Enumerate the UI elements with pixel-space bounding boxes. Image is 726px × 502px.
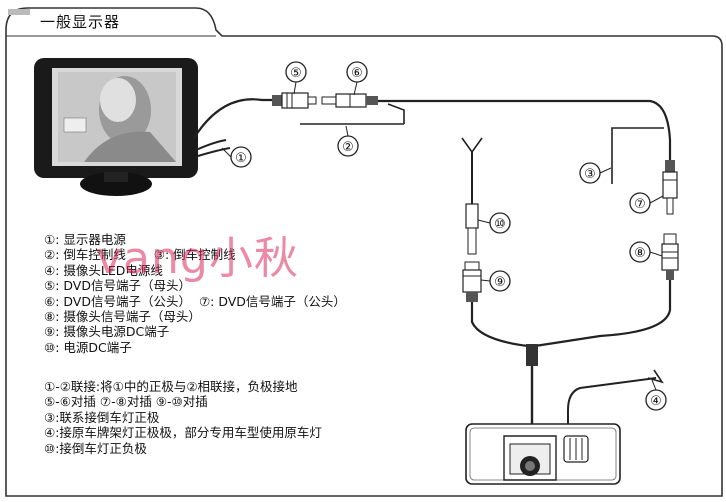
connector-6 [321, 93, 378, 108]
legend: ①: 显示器电源 ②: 倒车控制线 ③: 倒车控制线 ④: 摄像头LED电源线 … [44, 232, 346, 355]
power-cable [195, 139, 227, 151]
power-wire-ends [461, 137, 483, 154]
legend-7: ⑦: DVD信号端子（公头） [198, 293, 346, 309]
callout-2: ② [342, 140, 354, 155]
note-2: ⑤-⑥对插 ⑦-⑧对插 ⑨-⑩对插 [44, 394, 208, 410]
callout-8: ⑧ [634, 246, 646, 261]
callout-7: ⑦ [634, 197, 646, 212]
legend-1: ①: 显示器电源 [44, 232, 126, 247]
note-3: ③:联系接倒车灯正极 [44, 409, 160, 425]
note-5: ⑩:接倒车灯正负极 [44, 440, 147, 456]
legend-row-2: ②: 倒车控制线 ③: 倒车控制线 [44, 247, 346, 262]
legend-5: ⑤: DVD信号端子（母头） [44, 278, 191, 294]
connector-10 [465, 203, 479, 255]
callout-10: ⑩ [494, 217, 506, 232]
legend-8: ⑧: 摄像头信号端子（母头） [44, 309, 201, 325]
camera [465, 423, 621, 485]
legend-6: ⑥: DVD信号端子（公头） [44, 293, 191, 309]
connector-8 [661, 233, 679, 280]
cable-join [526, 344, 538, 366]
reverse-wire-3 [611, 127, 664, 184]
note-4: ④:接原车牌架灯正极极，部分专用车型使用原车灯 [44, 425, 322, 441]
camera-video-cable [534, 280, 672, 348]
callout-5: ⑤ [290, 66, 302, 81]
legend-4: ④: 摄像头LED电源线 [44, 262, 163, 278]
callout-9: ⑨ [494, 275, 506, 290]
legend-2: ②: 倒车控制线 [44, 247, 126, 263]
callout-6: ⑥ [351, 66, 363, 81]
callout-3: ③ [584, 167, 596, 182]
legend-10: ⑩: 电源DC端子 [44, 339, 132, 355]
connector-9 [462, 261, 482, 302]
section-title: 一般显示器 [40, 13, 121, 31]
monitor [34, 58, 198, 196]
wiring-notes: ①-②联接:将①中的正极与②相联接，负极接地 ⑤-⑥对插 ⑦-⑧对插 ⑨-⑩对插… [44, 379, 322, 456]
video-cable [193, 98, 276, 139]
led-power-wire [567, 377, 657, 426]
connector-5 [272, 92, 317, 109]
watermark: vang小秋 [96, 233, 299, 284]
main-video-cable [378, 99, 672, 160]
note-1: ①-②联接:将①中的正极与②相联接，负极接地 [44, 379, 298, 394]
callout-1: ① [235, 151, 247, 166]
connector-7 [662, 160, 678, 215]
legend-3: ③: 倒车控制线 [153, 247, 236, 263]
callout-4: ④ [650, 394, 662, 409]
legend-row-6: ⑥: DVD信号端子（公头） ⑦: DVD信号端子（公头） [44, 294, 346, 309]
legend-9: ⑨: 摄像头电源DC端子 [44, 324, 170, 340]
